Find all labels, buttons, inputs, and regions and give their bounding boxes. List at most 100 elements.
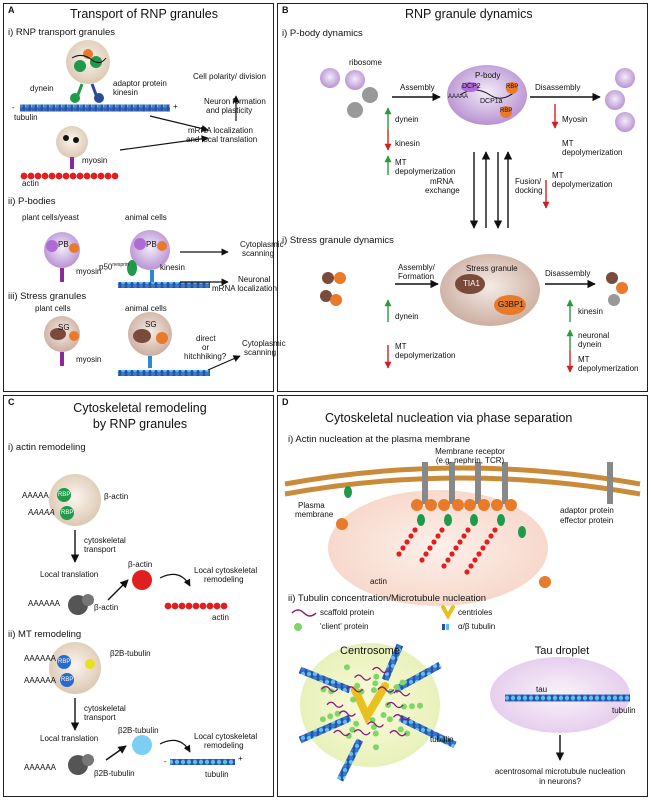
actin-bead (213, 602, 221, 610)
client-protein (354, 682, 361, 689)
label-centrosome: Centrosome (340, 645, 400, 657)
client-protein (408, 703, 415, 710)
client-protein (353, 720, 360, 727)
legend-client: 'client' protein (320, 622, 369, 631)
panel-d-title: Cytoskeletal nucleation via phase separa… (325, 411, 573, 425)
label-b2b-1: β2B-tubulin (110, 649, 151, 658)
label-rbp-c1: RBP (58, 492, 71, 498)
membrane-receptor (422, 462, 428, 504)
label-plant-cells: plant cells (35, 304, 71, 313)
label-local-translation-2: Local translation (40, 734, 99, 743)
label-rbp-2: RBP (500, 108, 513, 114)
scaffold-protein (386, 701, 404, 709)
label-mt-4: MT (395, 342, 407, 351)
label-ribosome: ribosome (349, 58, 382, 67)
effector-protein (417, 514, 425, 526)
client-protein (393, 684, 400, 691)
label-mt-3: MT (552, 171, 564, 180)
label-assembly: Assembly (400, 83, 435, 92)
label-animal-cells-1: animal cells (125, 213, 167, 222)
panel-d-section-1: i) Actin nucleation at the plasma membra… (288, 434, 471, 445)
client-protein (358, 688, 365, 695)
label-dynein: dynein (30, 84, 54, 93)
label-neuron-formation-2: and plasticity (206, 106, 253, 115)
label-membrane-receptor-1: Membrane receptor (435, 447, 505, 456)
label-actin-d: actin (370, 577, 387, 586)
label-direct-1: direct (196, 334, 216, 343)
label-effector-protein: effector protein (560, 516, 614, 525)
actin-bead (20, 172, 28, 180)
panel-b-title: RNP granule dynamics (405, 7, 533, 21)
panel-a-section-3: iii) Stress granules (8, 291, 87, 302)
label-b2b-2: β2B-tubulin (118, 726, 159, 735)
label-beta-actin-2: β-actin (128, 560, 153, 569)
panel-c (3, 395, 274, 797)
label-neuronal: neuronal (578, 331, 610, 340)
scaffold-protein (353, 729, 371, 736)
label-neuronal-mrna-2: mRNA localization (212, 284, 277, 293)
effector-protein (518, 526, 526, 538)
legend-ab-tubulin: α/β tubulin (458, 622, 496, 631)
label-assembly-formation-1: Assembly/ (398, 263, 435, 272)
label-local-remodeling-4: remodeling (204, 741, 244, 750)
label-tia1: TIA1 (463, 279, 480, 288)
panel-a-letter: A (8, 5, 15, 15)
scaffold-protein (393, 714, 411, 721)
actin-bead (111, 172, 119, 180)
actin-bead (412, 527, 418, 533)
label-rbp-1: RBP (506, 84, 519, 90)
adaptor-protein (491, 499, 503, 511)
label-cytoplasmic-scanning-2: scanning (242, 249, 275, 258)
label-disassembly: Disassembly (535, 83, 581, 92)
label-dynein-sg-2: dynein (578, 340, 602, 349)
label-dcp1a: DCP1a (480, 98, 503, 105)
actin-bead (185, 602, 193, 610)
label-depoly-3: depolymerization (552, 180, 613, 189)
actin-bead (178, 602, 186, 610)
label-mrna-exchange-2: exchange (425, 186, 460, 195)
label-kinesin-sg: kinesin (578, 307, 603, 316)
adaptor-protein (505, 499, 517, 511)
client-protein (372, 730, 379, 737)
label-cytoplasmic-scanning-3: Cytoplasmic (242, 339, 286, 348)
panel-c-letter: C (8, 397, 15, 407)
label-sg-2: SG (145, 320, 157, 329)
label-plant-yeast: plant cells/yeast (22, 213, 79, 222)
label-acentro-2: in neurons? (539, 777, 581, 786)
actin-bead (439, 527, 445, 533)
label-direct-2: or (202, 343, 210, 352)
actin-bead (435, 533, 441, 539)
adaptor-protein (438, 499, 450, 511)
adaptor-proteins (336, 486, 551, 588)
label-animal-cells-2: animal cells (125, 304, 167, 313)
panel-c-section-1: i) actin remodeling (8, 442, 86, 453)
actin-beads-c (164, 602, 228, 610)
legend-scaffold: scaffold protein (320, 608, 375, 617)
scaffold-protein (338, 710, 356, 717)
actin-bead (476, 551, 482, 557)
label-beta-actin-1: β-actin (104, 492, 129, 501)
adaptor-protein (464, 499, 476, 511)
label-rbp-c2: RBP (61, 510, 74, 516)
scaffold-protein (377, 686, 395, 693)
panel-d (277, 395, 648, 797)
label-cyto-transport-2: transport (84, 545, 116, 554)
microtubule (393, 661, 442, 694)
actin-bead (34, 172, 42, 180)
scaffold-protein (393, 690, 411, 697)
label-aaaaaa-c1: AAAAAA (28, 599, 61, 608)
label-myosin-sg: myosin (76, 355, 102, 364)
label-mt-5: MT (578, 355, 590, 364)
adaptor-protein (478, 499, 490, 511)
client-protein (416, 702, 423, 709)
membrane-receptor (607, 462, 613, 504)
actin-bead (27, 172, 35, 180)
label-plasma-2: membrane (295, 510, 334, 519)
client-protein (350, 696, 357, 703)
adaptor-protein (411, 499, 423, 511)
label-depoly-5: depolymerization (578, 364, 639, 373)
client-protein (319, 716, 326, 723)
label-rbp-c3: RBP (58, 659, 71, 665)
client-protein (327, 713, 334, 720)
label-actin: actin (22, 179, 39, 188)
